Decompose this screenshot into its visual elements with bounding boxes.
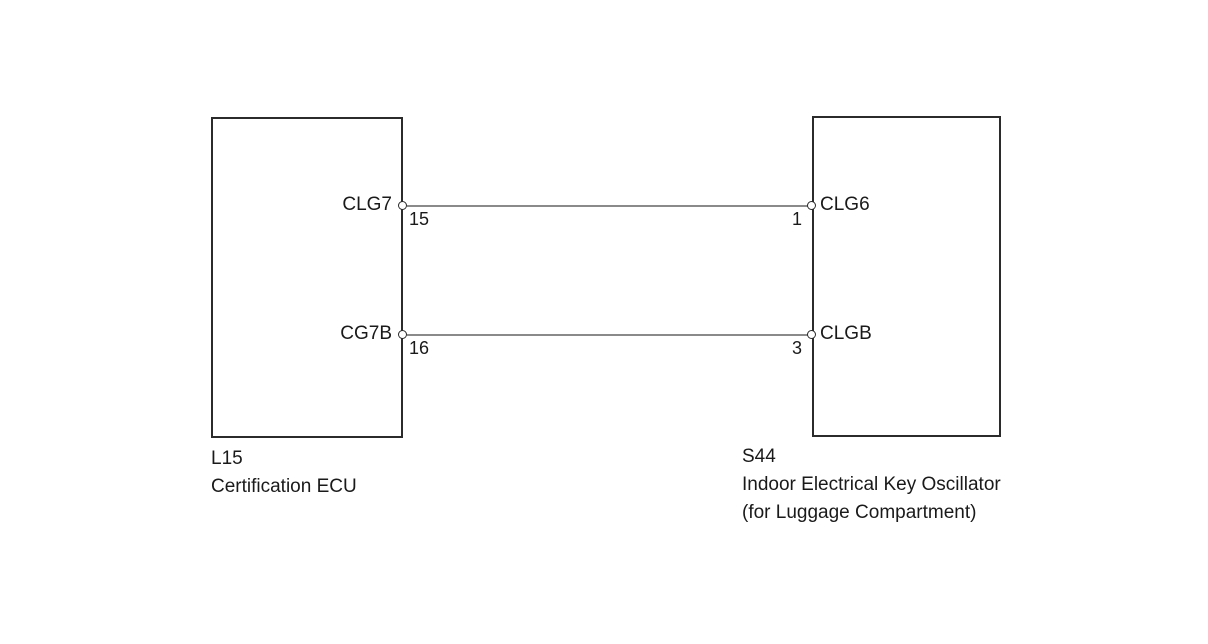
pin-number-s44-1: 1 (791, 209, 802, 229)
component-box-certification-ecu (211, 117, 403, 438)
pin-signal-label-clg7: CLG7 (342, 194, 392, 215)
pin-number-l15-16: 16 (409, 338, 430, 358)
wire-clg7-to-clg6 (407, 205, 809, 207)
component-code-l15: L15 (211, 448, 243, 469)
component-caption-left: L15 Certification ECU (211, 445, 357, 501)
component-box-indoor-electrical-key-oscillator (812, 116, 1001, 437)
component-caption-right: S44 Indoor Electrical Key Oscillator (fo… (742, 443, 1001, 527)
pin-number-s44-3: 3 (791, 338, 802, 358)
component-code-s44: S44 (742, 446, 776, 467)
component-name-certification-ecu: Certification ECU (211, 476, 357, 497)
pin-terminal-l15-15 (398, 201, 407, 210)
pin-terminal-s44-1 (807, 201, 816, 210)
pin-signal-label-cg7b: CG7B (340, 323, 392, 344)
pin-signal-label-clg6: CLG6 (820, 194, 870, 215)
pin-number-l15-15: 15 (409, 209, 430, 229)
pin-terminal-l15-16 (398, 330, 407, 339)
pin-signal-label-clgb: CLGB (820, 323, 872, 344)
component-name-line2-luggage-compartment: (for Luggage Compartment) (742, 502, 977, 523)
wire-cg7b-to-clgb (407, 334, 809, 336)
pin-terminal-s44-3 (807, 330, 816, 339)
component-name-indoor-electrical-key-oscillator: Indoor Electrical Key Oscillator (742, 474, 1001, 495)
